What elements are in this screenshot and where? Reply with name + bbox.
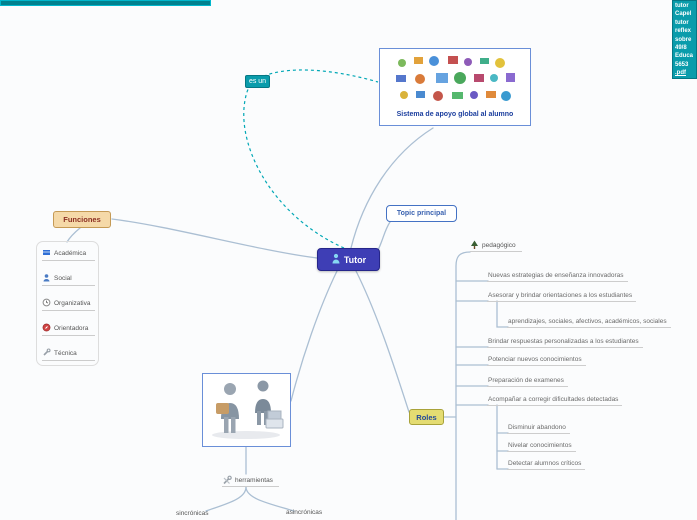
node-sistema-apoyo[interactable]: Sistema de apoyo global al alumno <box>379 48 531 126</box>
funciones-boundary <box>36 241 99 366</box>
node-topic-principal[interactable]: Topic principal <box>386 205 457 222</box>
roles-item[interactable]: Nuevas estrategias de enseñanza innovado… <box>487 270 628 282</box>
node-sistema-caption: Sistema de apoyo global al alumno <box>396 111 514 118</box>
education-collage-image <box>382 51 528 111</box>
funciones-item-label: Técnica <box>54 350 77 357</box>
attachment-line: 5653 <box>675 61 689 68</box>
person-icon <box>42 273 51 284</box>
funciones-item-orientadora[interactable]: Orientadora <box>42 323 95 336</box>
attachment-line: Capel <box>675 11 692 18</box>
toolbar-strip[interactable] <box>0 0 211 6</box>
roles-category-label: pedagógico <box>482 242 516 249</box>
roles-item[interactable]: aprendizajes, sociales, afectivos, acadé… <box>507 316 671 328</box>
roles-item[interactable]: Asesorar y brindar orientaciones a los e… <box>487 290 637 302</box>
attachment-line: tutor <box>675 19 689 26</box>
relation-label[interactable]: es un <box>245 75 270 88</box>
funciones-item-label: Social <box>54 275 72 282</box>
roles-item[interactable]: Acompañar a corregir dificultades detect… <box>487 394 623 406</box>
people-figures-image <box>206 377 287 446</box>
herramientas-label: herramientas <box>235 477 273 484</box>
attachment-line: Educa <box>675 53 694 60</box>
wrench-icon <box>42 348 51 359</box>
tools-icon <box>222 475 232 487</box>
node-tutor[interactable]: Tutor <box>317 248 380 271</box>
node-asincronicas[interactable]: asincrónicas <box>286 509 323 516</box>
roles-item[interactable]: Detectar alumnos críticos <box>507 458 586 470</box>
attachment-line: sobre <box>675 36 692 43</box>
person-icon <box>331 253 341 266</box>
node-roles[interactable]: Roles <box>409 409 444 425</box>
node-sincronicas[interactable]: sincrónicas <box>176 510 209 517</box>
attachment-pdf-link[interactable]: .pdf <box>675 70 686 77</box>
node-funciones[interactable]: Funciones <box>53 211 111 228</box>
funciones-item-label: Orientadora <box>54 325 89 332</box>
roles-item[interactable]: Nivelar conocimientos <box>507 440 576 452</box>
node-roles-label: Roles <box>416 412 437 422</box>
attachment-chip[interactable]: tutor Capel tutor reflex sobre 49/8 Educ… <box>672 0 697 79</box>
funciones-item-organizativa[interactable]: Organizativa <box>42 298 95 311</box>
clock-icon <box>42 298 51 309</box>
node-herramientas[interactable]: herramientas <box>222 475 279 487</box>
attachment-line: tutor <box>675 3 689 9</box>
roles-item[interactable]: Brindar respuestas personalizadas a los … <box>487 336 643 348</box>
node-topic-label: Topic principal <box>396 210 447 217</box>
funciones-item-label: Organizativa <box>54 300 91 307</box>
funciones-item-social[interactable]: Social <box>42 273 95 286</box>
roles-category-pedagogico[interactable]: pedagógico <box>470 240 522 252</box>
attachment-line: 49/8 <box>675 45 687 52</box>
roles-item[interactable]: Disminuir abandono <box>507 422 570 434</box>
funciones-item-academica[interactable]: Académica <box>42 248 95 261</box>
compass-icon <box>42 323 51 334</box>
relation-label-text: es un <box>248 78 267 85</box>
tree-icon <box>470 240 479 252</box>
relation-dashed-line <box>243 69 379 249</box>
node-tutor-label: Tutor <box>343 254 367 265</box>
attachment-line: reflex <box>675 28 692 35</box>
node-funciones-label: Funciones <box>63 215 101 224</box>
roles-item[interactable]: Preparación de examenes <box>487 375 568 387</box>
book-icon <box>42 248 51 259</box>
funciones-item-tecnica[interactable]: Técnica <box>42 348 95 361</box>
roles-item[interactable]: Potenciar nuevos conocimientos <box>487 354 586 366</box>
funciones-item-label: Académica <box>54 250 87 257</box>
node-people-image[interactable] <box>202 373 291 447</box>
